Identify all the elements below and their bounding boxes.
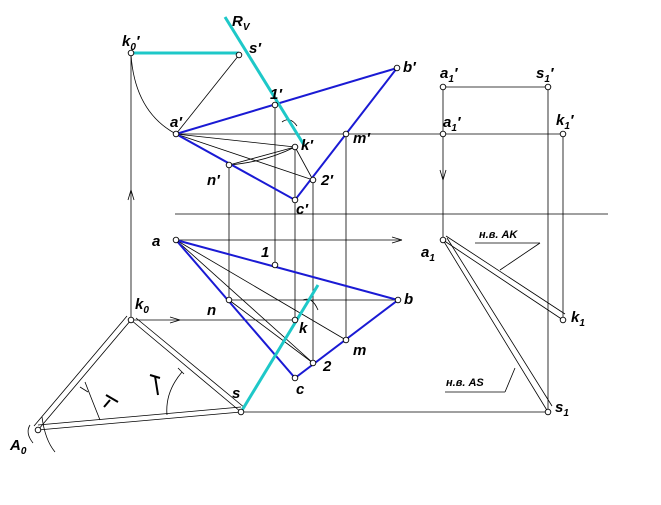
label-s1: s1 [555,399,569,419]
label-c-prime: c′ [296,201,309,218]
label-a1: a1 [421,244,435,264]
label-1: 1 [261,244,269,261]
label-k0: k0 [135,296,149,316]
label-a1-prime-mid: a1′ [443,114,462,134]
label-m-prime: m′ [353,130,371,147]
label-1-prime: 1′ [270,86,283,103]
label-k-prime: k′ [301,137,314,154]
horizontal-construction-lines [131,236,548,413]
note-true-size-as: н.в. AS [446,377,484,389]
label-n: n [207,302,216,319]
label-2-prime: 2′ [320,172,334,189]
triangle-outlines [173,66,401,380]
auxiliary-view-lines [346,86,566,413]
true-size-construction [27,315,246,453]
label-s-prime: s′ [249,40,262,57]
label-a: a [152,233,160,250]
label-k: k [299,320,308,337]
frontal-construction-lines [127,53,347,363]
frontal-trace-line [223,16,306,146]
plane-traces [131,16,320,413]
label-k1-prime: k1′ [556,112,575,132]
label-m: m [353,342,366,359]
points [34,49,567,434]
label-s: s [232,385,240,402]
label-n-prime: n′ [207,172,221,189]
label-a1-prime-top: a1′ [440,65,459,85]
label-rv: RV [232,13,251,33]
note-true-size-ak: н.в. AK [479,229,518,241]
horizontal-trace-line [239,284,320,413]
label-b-prime: b′ [403,59,417,76]
label-k1: k1 [571,309,585,329]
label-a-prime: a′ [170,114,183,131]
label-b: b [404,291,413,308]
label-2: 2 [322,358,332,375]
label-c: c [296,381,305,398]
label-s1-prime: s1′ [536,65,555,85]
label-a0: A0 [9,437,27,457]
label-k0-prime: k0′ [122,33,141,53]
